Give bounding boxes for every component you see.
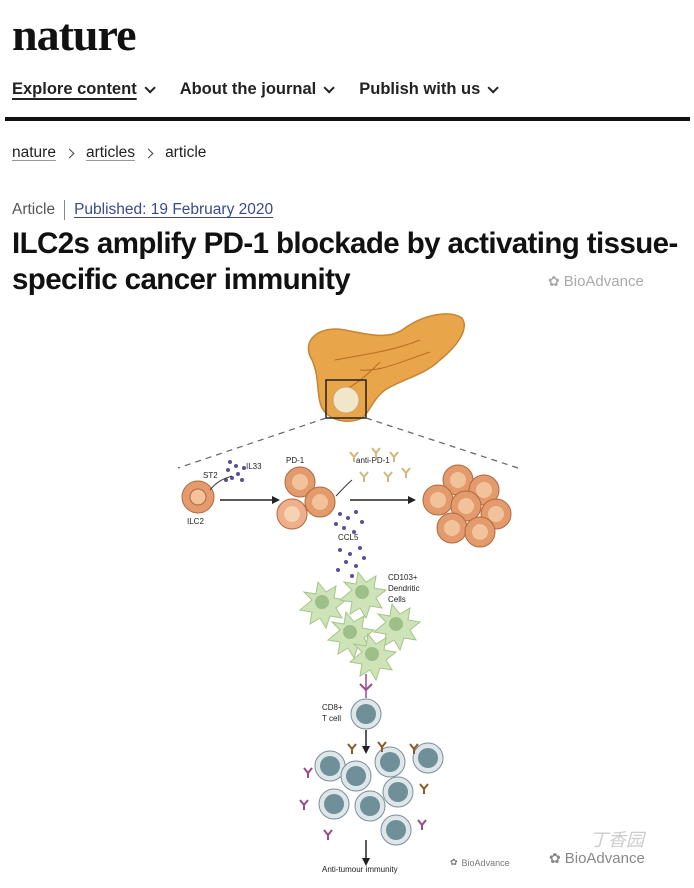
published-date-link[interactable]: Published: 19 February 2020 bbox=[74, 201, 274, 218]
dc-label-2: Dendritic bbox=[388, 584, 420, 593]
chevron-down-icon bbox=[487, 81, 500, 94]
watermark-bottom-text: BioAdvance bbox=[564, 850, 645, 867]
main-nav: Explore content About the journal Publis… bbox=[12, 80, 523, 99]
nav-explore-content-label: Explore content bbox=[12, 80, 137, 98]
nav-about-journal[interactable]: About the journal bbox=[179, 80, 336, 99]
chevron-down-icon bbox=[144, 81, 156, 94]
nav-publish[interactable]: Publish with us bbox=[359, 80, 500, 99]
pancreas-organ bbox=[307, 313, 465, 422]
chevron-right-icon bbox=[64, 148, 75, 158]
meta-divider bbox=[64, 200, 66, 220]
wechat-icon: ✿ bbox=[450, 857, 458, 867]
nature-logo[interactable]: nature bbox=[12, 9, 136, 60]
anti-pd1-label: anti-PD-1 bbox=[356, 456, 390, 465]
chevron-right-icon bbox=[143, 148, 154, 158]
watermark-top: ✿ BioAdvance bbox=[548, 273, 644, 290]
tumour-cluster-pre bbox=[276, 466, 336, 530]
receptor-glyphs bbox=[299, 767, 427, 840]
breadcrumb-current: article bbox=[165, 144, 207, 161]
outcome-label: Anti-tumour immunity bbox=[322, 865, 398, 874]
header-divider bbox=[5, 117, 690, 121]
watermark-bottom: ✿ BioAdvance bbox=[549, 850, 645, 867]
breadcrumb-nature[interactable]: nature bbox=[12, 144, 56, 161]
chevron-down-icon bbox=[323, 81, 336, 94]
nav-publish-label: Publish with us bbox=[359, 80, 481, 98]
dendritic-cells bbox=[298, 570, 422, 682]
wechat-icon: ✿ bbox=[549, 850, 561, 866]
watermark-small-text: BioAdvance bbox=[461, 857, 510, 868]
cd8-t-cell bbox=[350, 698, 382, 730]
st2-label: ST2 bbox=[203, 471, 218, 480]
breadcrumb-articles[interactable]: articles bbox=[85, 144, 136, 161]
ilc2-label: ILC2 bbox=[187, 517, 204, 526]
watermark-text: BioAdvance bbox=[563, 273, 644, 290]
cd8-label-1: CD8+ bbox=[322, 703, 343, 712]
ccl5-label: CCL5 bbox=[338, 533, 359, 542]
il33-label: IL33 bbox=[246, 462, 262, 471]
article-type: Article bbox=[12, 201, 56, 218]
anti-pd1-bound-glyphs bbox=[347, 741, 429, 794]
il33-dots bbox=[224, 460, 246, 482]
watermark-small: ✿ BioAdvance bbox=[450, 857, 510, 868]
breadcrumb: nature articles article bbox=[12, 144, 206, 162]
article-figure: ILC2 ST2 IL33 PD-1 anti-PD-1 CCL5 bbox=[177, 313, 519, 874]
ccl5-dots bbox=[334, 510, 366, 578]
dc-label-1: CD103+ bbox=[388, 573, 418, 582]
cd8-label-2: T cell bbox=[322, 714, 341, 723]
nav-explore-content[interactable]: Explore content bbox=[12, 80, 156, 99]
pd1-label: PD-1 bbox=[286, 456, 305, 465]
tumour-cluster-post bbox=[422, 464, 512, 548]
watermark-site: 丁香园 bbox=[590, 830, 644, 850]
wechat-icon: ✿ bbox=[548, 273, 560, 289]
article-meta: Article Published: 19 February 2020 bbox=[12, 200, 273, 220]
nav-about-journal-label: About the journal bbox=[179, 80, 317, 98]
t-cell-cluster bbox=[314, 742, 444, 846]
ilc2-cell bbox=[181, 480, 215, 514]
article-title: ILC2s amplify PD-1 blockade by activatin… bbox=[12, 227, 678, 296]
antibody-glyphs bbox=[349, 447, 411, 482]
dc-label-3: Cells bbox=[388, 595, 406, 604]
